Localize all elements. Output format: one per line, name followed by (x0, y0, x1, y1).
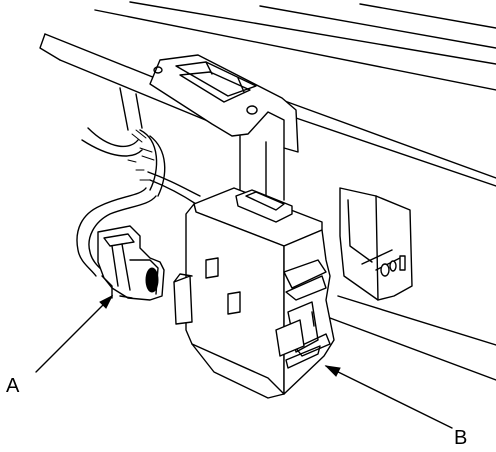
callout-label-a: A (6, 375, 20, 397)
side-mount (339, 187, 413, 301)
leader-a (35, 294, 114, 373)
body-panel (39, 1, 496, 381)
wire-harness (76, 127, 201, 277)
mounting-bracket (119, 54, 299, 201)
connector-b-module (173, 187, 335, 399)
leader-b (324, 365, 453, 429)
connector-a (97, 225, 165, 301)
callout-label-b: B (454, 427, 467, 449)
